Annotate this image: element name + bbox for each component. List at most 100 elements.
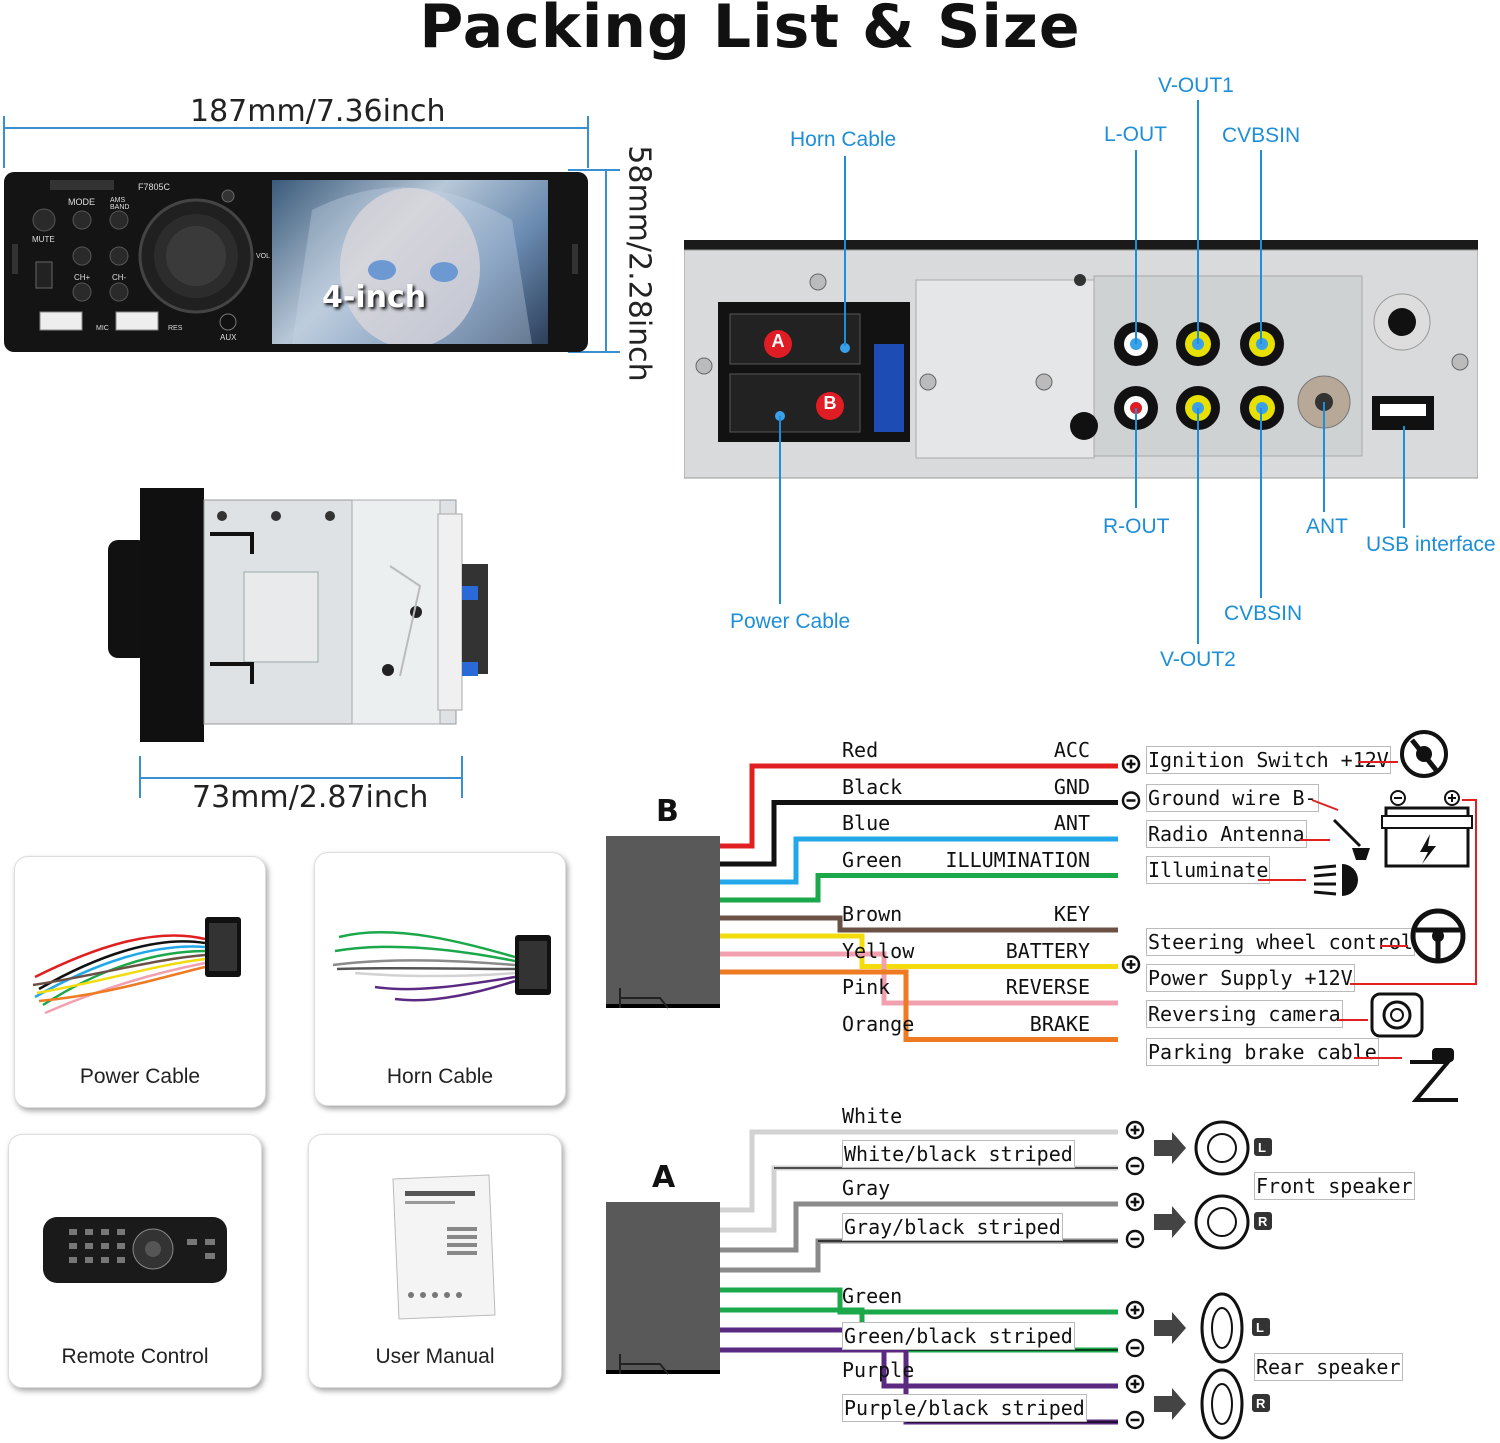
wire-color-label: Yellow — [842, 938, 915, 963]
wire-signal-label: ACC — [1053, 738, 1090, 762]
wire-b-brown — [720, 915, 1118, 933]
polarity-plus-icon — [1125, 1374, 1145, 1394]
rear-left-speaker-icon — [1154, 1292, 1270, 1364]
wire-function-label: Power Supply +12V — [1146, 964, 1355, 992]
wire-signal-label: ILLUMINATION — [945, 847, 1091, 872]
wire-color-label: Orange — [842, 1011, 915, 1036]
svg-text:RES: RES — [168, 325, 183, 332]
wire-signal-label: ANT — [1053, 811, 1090, 835]
steering-wheel-icon — [1410, 908, 1466, 964]
parking-brake-icon — [1410, 1048, 1458, 1102]
svg-text:R: R — [1256, 1396, 1266, 1411]
callout-l-out: L-OUT — [1104, 123, 1167, 146]
antenna-icon — [1332, 818, 1370, 860]
screen-size-label: 4-inch — [322, 280, 427, 315]
wire-signal-label: GND — [1053, 774, 1090, 799]
svg-text:MIC: MIC — [96, 325, 109, 332]
polarity-minus-icon — [1121, 791, 1141, 810]
wire-color-label: Green — [842, 847, 903, 872]
power-cable-harness-icon — [32, 917, 241, 1015]
svg-text:VOL: VOL — [256, 253, 270, 260]
wire-color-label: Blue — [842, 811, 891, 835]
wire-function-label: Illuminate — [1146, 856, 1271, 884]
wire-color-label: Brown — [842, 902, 903, 926]
wire-color-label: Green — [842, 1284, 903, 1308]
remote-control-icon — [43, 1217, 227, 1283]
wire-color-label: Gray — [842, 1176, 891, 1200]
user-manual-icon — [392, 1174, 496, 1320]
svg-text:F7805C: F7805C — [138, 182, 171, 192]
wire-b-green — [720, 873, 1118, 903]
svg-text:CH+: CH+ — [74, 273, 91, 282]
wire-b-blue — [720, 836, 1118, 885]
wire-color-label: Purple — [842, 1358, 915, 1382]
front-left-speaker-icon — [1154, 1120, 1272, 1176]
svg-text:AUX: AUX — [220, 333, 237, 342]
wire-a-white — [720, 1129, 1118, 1213]
svg-text:BAND: BAND — [110, 204, 129, 211]
wire-a-purple — [720, 1327, 1118, 1389]
wire-function-label: Radio Antenna — [1146, 820, 1307, 848]
svg-text:AMS: AMS — [110, 197, 126, 204]
wire-function-label: Steering wheel control — [1146, 928, 1415, 956]
connector-b-badge: B — [823, 393, 837, 413]
wire-color-label: White/black striped — [842, 1140, 1075, 1168]
package-label: Power Cable — [79, 1065, 201, 1088]
wire-b-pink — [720, 951, 1118, 1006]
callout-horn-cable: Horn Cable — [790, 128, 897, 151]
callout-cvbsin-bottom: CVBSIN — [1224, 602, 1303, 625]
polarity-plus-icon — [1121, 754, 1141, 774]
svg-text:MUTE: MUTE — [32, 235, 55, 244]
wire-b-yellow — [720, 933, 1118, 969]
wiring-b-connector-label: B — [656, 794, 679, 829]
svg-text:L: L — [1258, 1140, 1266, 1155]
side-view — [100, 486, 500, 746]
connector-b-housing — [606, 836, 720, 1004]
camera-icon — [1370, 992, 1424, 1038]
wire-color-label: Gray/black striped — [842, 1213, 1063, 1241]
wire-color-label: Red — [842, 738, 879, 762]
wire-signal-label: BATTERY — [1005, 938, 1090, 963]
polarity-minus-icon — [1125, 1410, 1145, 1430]
callout-power-cable: Power Cable — [730, 610, 851, 633]
polarity-minus-icon — [1125, 1229, 1145, 1249]
horn-cable-harness-icon — [332, 931, 551, 1002]
package-label: User Manual — [375, 1345, 495, 1368]
wire-function-label: Ground wire B- — [1146, 784, 1319, 812]
wire-a-gray — [720, 1201, 1118, 1253]
polarity-plus-icon — [1125, 1300, 1145, 1320]
rear-panel: A B — [684, 240, 1478, 480]
package-label: Horn Cable — [386, 1065, 494, 1088]
wire-signal-label: KEY — [1053, 902, 1090, 926]
side-view-drawing — [108, 488, 488, 742]
svg-text:L: L — [1256, 1320, 1264, 1335]
battery-icon — [1381, 790, 1473, 868]
callout-v-out1: V-OUT1 — [1158, 74, 1234, 97]
wiring-a-connector-label: A — [652, 1160, 676, 1195]
front-panel-controls: F7805C MODE AMS BAND MUTE CH+ CH- MIC RE… — [12, 180, 578, 342]
wire-a-green — [720, 1287, 1118, 1315]
callout-ant: ANT — [1306, 515, 1348, 538]
wire-b-red — [720, 763, 1118, 849]
wire-color-label: Pink — [842, 975, 891, 999]
wire-function-label: Ignition Switch +12V — [1146, 746, 1391, 774]
callout-cvbsin-top: CVBSIN — [1222, 124, 1301, 147]
ignition-key-icon — [1400, 730, 1448, 778]
package-card-power-cable: Power Cable — [14, 856, 266, 1108]
front-right-speaker-icon — [1154, 1194, 1272, 1250]
page-title: Packing List & Size — [419, 0, 1081, 62]
package-card-user-manual: User Manual — [308, 1134, 562, 1388]
polarity-plus-icon — [1125, 1120, 1145, 1140]
connector-a-housing — [606, 1202, 720, 1370]
svg-text:MODE: MODE — [68, 197, 95, 207]
polarity-plus-icon — [1125, 1192, 1145, 1212]
wire-color-label: White — [842, 1104, 903, 1128]
package-card-remote-control: Remote Control — [8, 1134, 262, 1388]
wire-signal-label: BRAKE — [1029, 1011, 1090, 1036]
polarity-minus-icon — [1125, 1156, 1145, 1176]
